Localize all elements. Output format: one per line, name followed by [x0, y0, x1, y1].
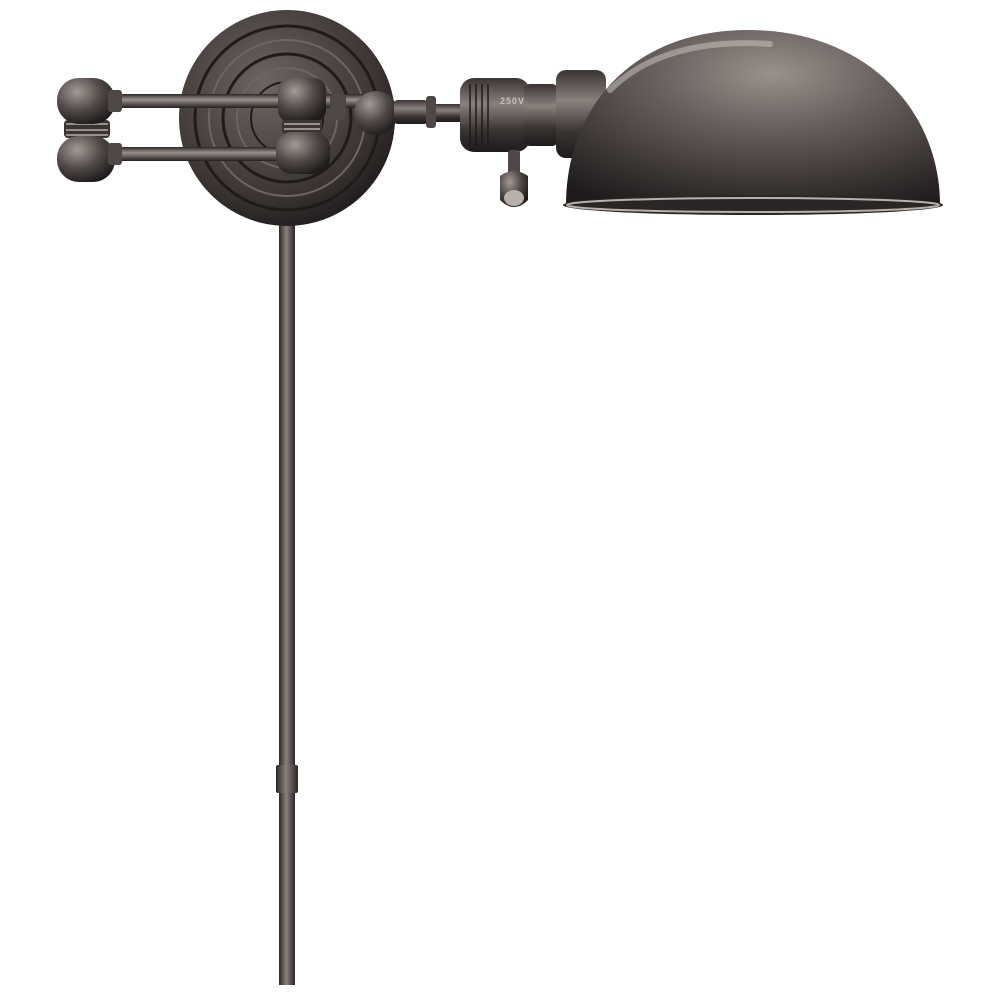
- turn-key-switch: [500, 150, 528, 207]
- arm-hinge-plate: [276, 78, 346, 174]
- arm-hinge-left: [57, 78, 122, 182]
- swing-arm-upper: [100, 94, 370, 108]
- shade-rim: [563, 195, 943, 215]
- rod-coupling: [276, 765, 298, 793]
- cord-cover-rod: [276, 225, 298, 985]
- socket-engraving: 250V: [500, 96, 525, 106]
- ball-joint: [354, 91, 462, 135]
- swing-arm-lower: [100, 147, 305, 161]
- dome-shade: [563, 30, 943, 215]
